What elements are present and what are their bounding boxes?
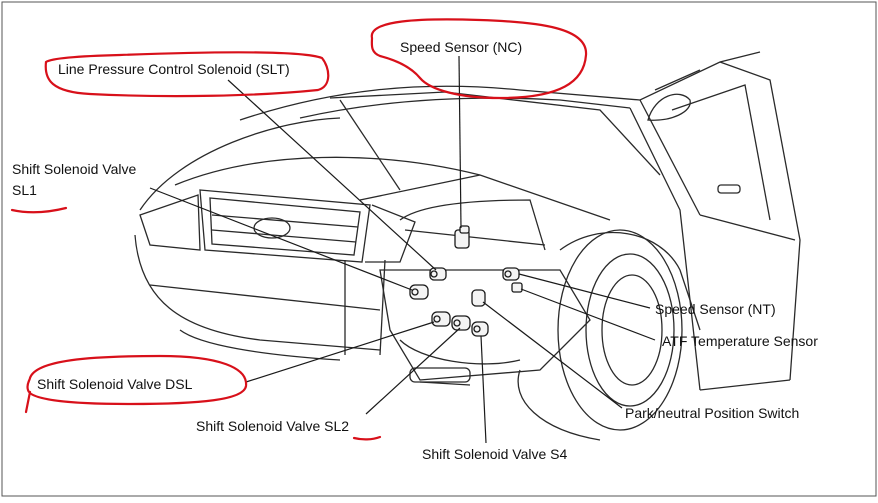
- red-underline-sl2: [352, 435, 382, 441]
- label-atf-temperature-sensor: ATF Temperature Sensor: [662, 333, 818, 349]
- label-sl1-line1: Shift Solenoid Valve: [12, 161, 136, 177]
- red-circle-speed-sensor-nc: [370, 18, 588, 100]
- leader-slt: [227, 79, 437, 271]
- label-speed-sensor-nt: Speed Sensor (NT): [655, 301, 776, 317]
- red-underline-sl1: [10, 206, 68, 214]
- label-speed-sensor-nc: Speed Sensor (NC): [400, 39, 522, 55]
- dsl-solenoid-part: [431, 311, 451, 327]
- leader-atf: [520, 288, 656, 341]
- label-slt: Line Pressure Control Solenoid (SLT): [58, 61, 290, 77]
- leader-dsl: [245, 321, 435, 383]
- sl1-solenoid-part: [409, 284, 429, 300]
- components: [409, 225, 523, 337]
- leader-nt: [518, 273, 651, 309]
- labels: Line Pressure Control Solenoid (SLT) Spe…: [12, 39, 818, 462]
- atf-temperature-sensor-part: [511, 282, 523, 293]
- leader-lines: [149, 55, 656, 444]
- speed-sensor-nc-part: [454, 225, 470, 249]
- red-circle-slt: [44, 51, 330, 98]
- vehicle-drawing: [134, 51, 801, 441]
- leader-sl2: [365, 327, 461, 415]
- speed-sensor-nt-part: [502, 267, 520, 281]
- leader-sl1: [149, 187, 413, 291]
- label-s4: Shift Solenoid Valve S4: [422, 446, 567, 462]
- leader-s4: [480, 335, 487, 444]
- red-annotations: [10, 18, 588, 441]
- slt-solenoid-part: [429, 267, 447, 281]
- s4-solenoid-part: [471, 321, 489, 337]
- label-sl2: Shift Solenoid Valve SL2: [196, 418, 349, 434]
- label-dsl: Shift Solenoid Valve DSL: [37, 376, 193, 392]
- park-neutral-switch-part: [471, 289, 486, 307]
- sl2-solenoid-part: [451, 315, 471, 331]
- label-park-neutral-switch: Park/neutral Position Switch: [625, 405, 799, 421]
- leader-nc: [458, 55, 462, 229]
- label-sl1-line2: SL1: [12, 182, 37, 198]
- leader-pnp: [482, 301, 623, 409]
- red-circle-dsl: [24, 354, 248, 414]
